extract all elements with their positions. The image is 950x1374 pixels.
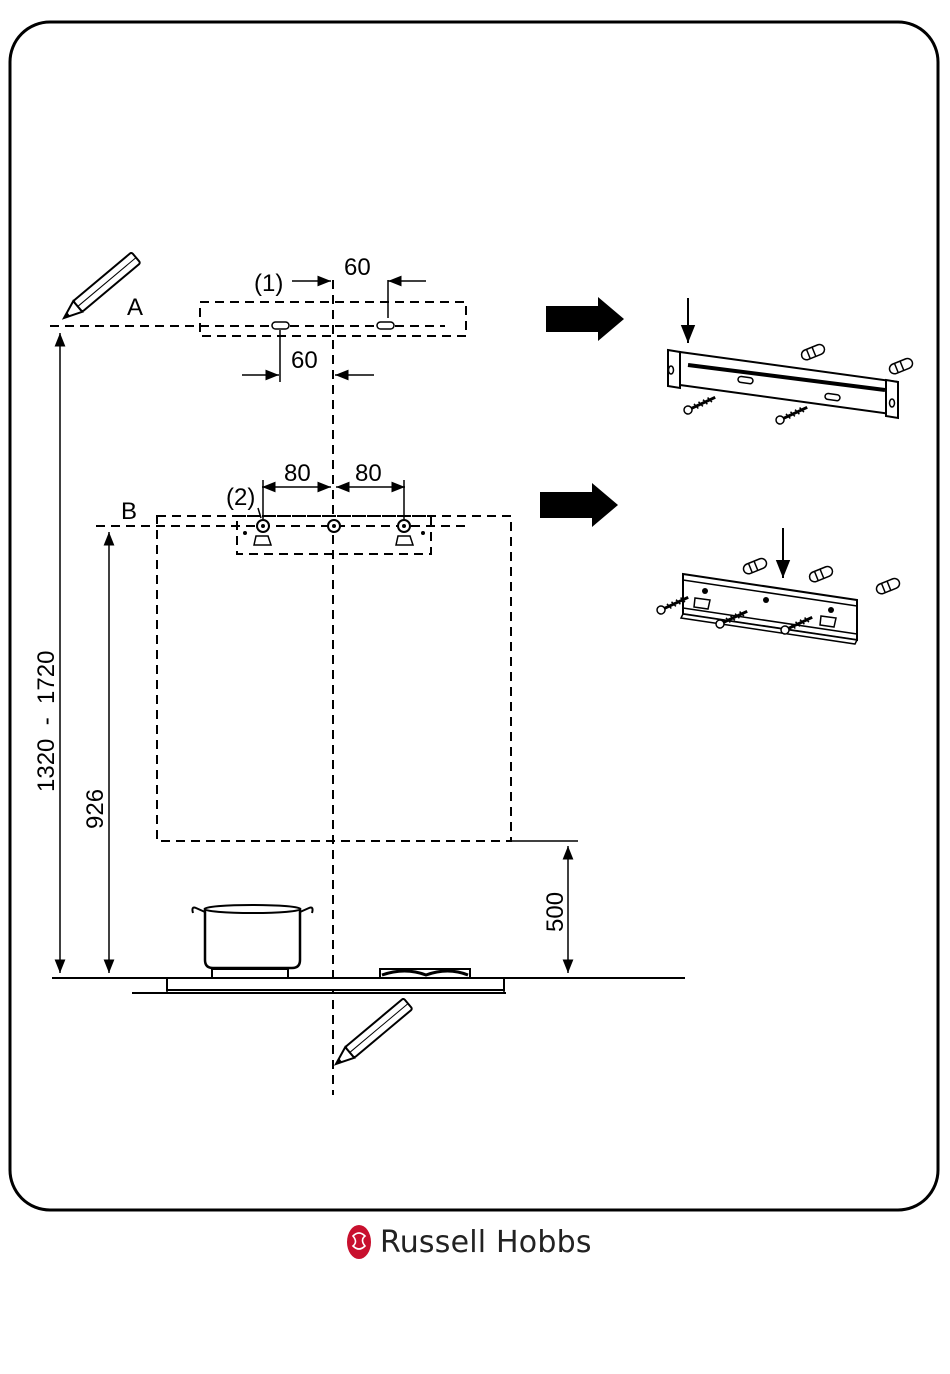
dim-hob-clearance: 500 <box>542 892 569 932</box>
dim-height-b: 926 <box>82 789 109 829</box>
arrow-right-icon <box>546 297 624 341</box>
label-ref-2: (2) <box>226 484 255 511</box>
arrow-right-icon <box>540 483 618 527</box>
bracket-a-illustration <box>668 298 914 425</box>
dim-a-top-offset: 60 <box>344 254 371 281</box>
label-point-a: A <box>127 294 143 321</box>
dim-b-right-offset: 80 <box>355 460 382 487</box>
brand-name: Russell Hobbs <box>380 1225 592 1260</box>
label-ref-1: (1) <box>254 270 283 297</box>
dim-a-bottom-offset: 60 <box>291 347 318 374</box>
pencil-icon <box>332 998 413 1069</box>
hob <box>167 978 504 990</box>
dim-b-left-offset: 80 <box>284 460 311 487</box>
bracket-a-slot-left <box>272 322 289 329</box>
brand-footer: Russell Hobbs <box>346 1220 592 1264</box>
bracket-b-illustration <box>656 528 901 644</box>
bracket-a-slot-right <box>377 322 394 329</box>
label-point-b: B <box>121 498 137 525</box>
pot-icon <box>192 905 312 968</box>
brand-logo-icon <box>346 1224 372 1260</box>
dim-height-range: 1320 - 1720 <box>33 651 60 792</box>
